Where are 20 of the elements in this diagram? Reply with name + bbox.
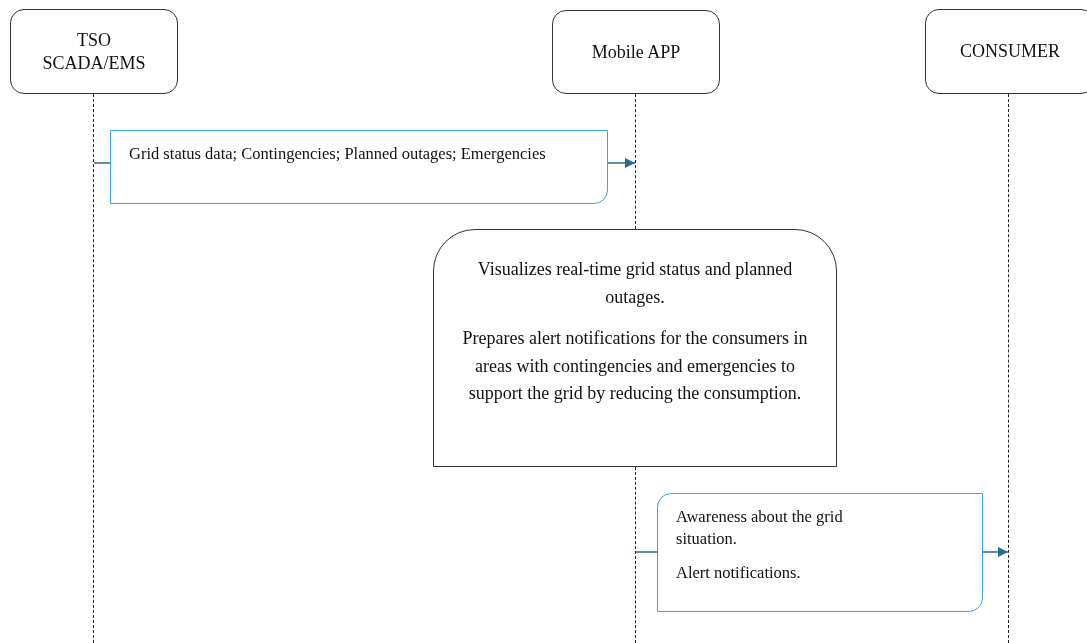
note-text: Alert notifications. [676, 562, 802, 584]
lifeline [635, 94, 637, 229]
participant-name: CONSUMER [960, 40, 1060, 63]
participant-box [552, 10, 720, 94]
note-text: Grid status data; Contingencies; Planned outages; Emergencies [129, 143, 547, 165]
participant-name: Mobile APP [591, 40, 681, 64]
note-text: Awareness about the grid situation. [676, 506, 844, 550]
lifeline [635, 467, 637, 643]
note-text: Prepares alert notifications for the consumers in areas with contingencies and emergencies to support the grid by reducing the consumption. [461, 327, 809, 405]
arrow [607, 158, 636, 168]
lifeline [93, 94, 95, 643]
participant-name: TSO SCADA/EMS [41, 28, 147, 75]
participant-box [10, 9, 178, 94]
activity-box [433, 229, 837, 467]
lifeline [1008, 94, 1010, 643]
message-box [657, 493, 983, 612]
note-text: Visualizes real-time grid status and planned outages. [476, 258, 794, 309]
participant-box [925, 9, 1087, 94]
arrow [982, 547, 1009, 557]
message-box [110, 130, 608, 204]
